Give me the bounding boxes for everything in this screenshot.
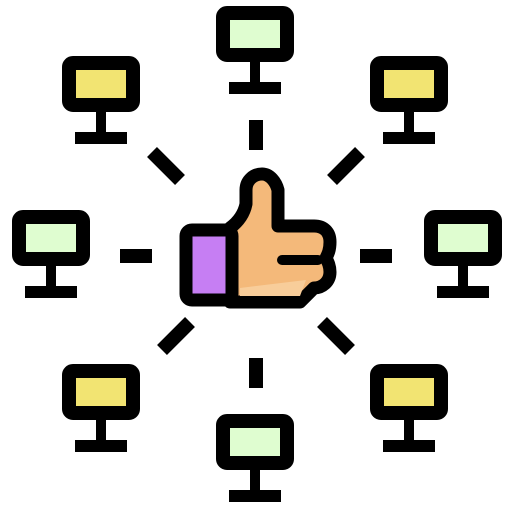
connector-lines (120, 120, 392, 388)
monitor-neck (404, 420, 414, 444)
thumbs-up-icon (179, 167, 337, 309)
monitor-bottom (216, 414, 294, 502)
monitor-screen (12, 210, 90, 266)
monitor-screen (62, 56, 140, 112)
monitor-base (383, 132, 435, 144)
monitor-base (383, 440, 435, 452)
cuff (179, 223, 239, 307)
monitor-base (229, 82, 281, 94)
monitor-neck (458, 266, 468, 290)
hand-shape (223, 167, 337, 309)
monitor-neck (96, 420, 106, 444)
monitor-base (75, 132, 127, 144)
monitor-neck (250, 62, 260, 86)
monitor-screen (424, 210, 502, 266)
connector-bottom-left (157, 317, 195, 355)
monitor-left (12, 210, 90, 298)
hand-highlight (240, 280, 306, 296)
monitor-right (424, 210, 502, 298)
monitor-neck (250, 470, 260, 494)
monitor-top-left (62, 56, 140, 144)
monitor-base (25, 286, 77, 298)
monitor-screen (216, 6, 294, 62)
monitor-top-right (370, 56, 448, 144)
connector-bottom-right (317, 317, 355, 355)
monitor-screen (370, 364, 448, 420)
monitor-base (229, 490, 281, 502)
monitor-bottom-left (62, 364, 140, 452)
monitor-neck (46, 266, 56, 290)
monitor-screen (216, 414, 294, 470)
connector-top-right (327, 147, 365, 185)
monitor-screen (370, 56, 448, 112)
monitor-base (437, 286, 489, 298)
monitors (12, 6, 502, 502)
monitor-neck (404, 112, 414, 136)
monitor-screen (62, 364, 140, 420)
monitor-top (216, 6, 294, 94)
connector-top-left (147, 147, 185, 185)
monitor-bottom-right (370, 364, 448, 452)
monitor-neck (96, 112, 106, 136)
monitor-base (75, 440, 127, 452)
